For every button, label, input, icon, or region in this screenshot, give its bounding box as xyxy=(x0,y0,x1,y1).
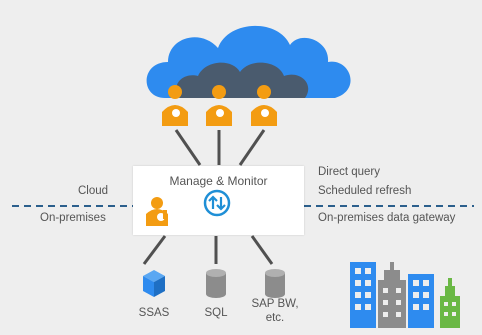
zone-label-on-premises: On-premises xyxy=(40,212,106,224)
box-icons xyxy=(146,189,231,226)
connector-lines xyxy=(142,129,274,265)
admin-user-icon xyxy=(146,197,168,226)
source-label-ssas: SSAS xyxy=(138,307,170,319)
cloud-icon xyxy=(146,25,351,99)
cloud-user-icon xyxy=(206,85,232,126)
connector-line xyxy=(238,129,266,166)
feature-scheduled-refresh: Scheduled refresh xyxy=(318,185,412,197)
buildings-icon xyxy=(350,262,460,328)
connector-line xyxy=(174,129,202,166)
zone-label-cloud: Cloud xyxy=(78,185,109,197)
manage-monitor-box: Manage & Monitor xyxy=(133,166,304,235)
database-icon xyxy=(265,269,285,298)
source-label-etc: etc. xyxy=(265,312,285,324)
feature-direct-query: Direct query xyxy=(318,166,380,178)
source-label-sql: SQL xyxy=(204,307,228,319)
sync-icon xyxy=(203,189,231,217)
database-icon xyxy=(206,269,226,298)
feature-gateway: On-premises data gateway xyxy=(318,212,456,224)
source-label-sap-bw: SAP BW, xyxy=(251,298,299,310)
cloud-user-icon xyxy=(162,85,188,126)
cube-icon xyxy=(143,270,165,297)
manage-monitor-title: Manage & Monitor xyxy=(169,174,268,188)
connector-line xyxy=(250,235,274,265)
cloud-user-icon xyxy=(251,85,277,126)
connector-line xyxy=(142,235,167,265)
